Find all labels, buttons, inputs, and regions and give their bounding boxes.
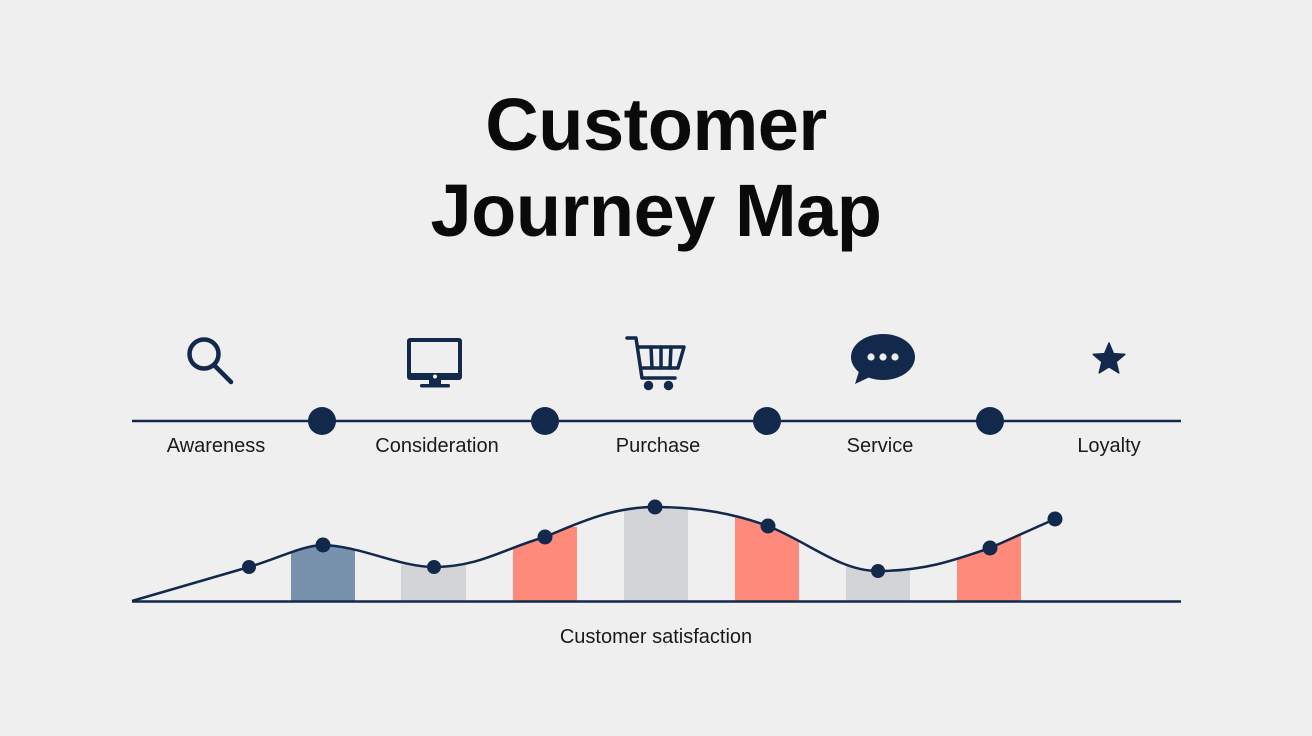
timeline-node[interactable]	[308, 407, 336, 435]
bar-4	[624, 507, 688, 601]
timeline-node[interactable]	[976, 407, 1004, 435]
data-point[interactable]	[1047, 511, 1063, 527]
data-points	[242, 499, 1063, 578]
data-point[interactable]	[982, 540, 998, 556]
title-line-1: Customer	[485, 83, 827, 166]
data-point[interactable]	[647, 499, 663, 515]
star-icon	[1092, 342, 1126, 374]
monitor-icon	[407, 338, 462, 388]
search-icon	[187, 337, 234, 385]
data-point[interactable]	[871, 564, 885, 578]
chart-caption: Customer satisfaction	[559, 626, 753, 648]
chat-bubble-icon	[851, 334, 915, 384]
timeline-node[interactable]	[531, 407, 559, 435]
stage-label-purchase: Purchase	[615, 435, 701, 457]
bar-1	[291, 545, 355, 601]
data-point[interactable]	[760, 518, 776, 534]
stage-label-awareness: Awareness	[166, 435, 266, 457]
timeline-node[interactable]	[753, 407, 781, 435]
data-point[interactable]	[537, 529, 553, 545]
shopping-cart-icon	[625, 336, 686, 391]
stage-label-consideration: Consideration	[375, 435, 499, 457]
data-point[interactable]	[427, 560, 441, 574]
stage-label-service: Service	[846, 435, 914, 457]
data-point[interactable]	[315, 537, 331, 553]
data-point[interactable]	[242, 560, 256, 574]
curve-mask	[132, 480, 1055, 601]
page-title: Customer Journey Map	[0, 82, 1312, 254]
title-line-2: Journey Map	[430, 169, 882, 252]
stage-label-loyalty: Loyalty	[1077, 435, 1141, 457]
